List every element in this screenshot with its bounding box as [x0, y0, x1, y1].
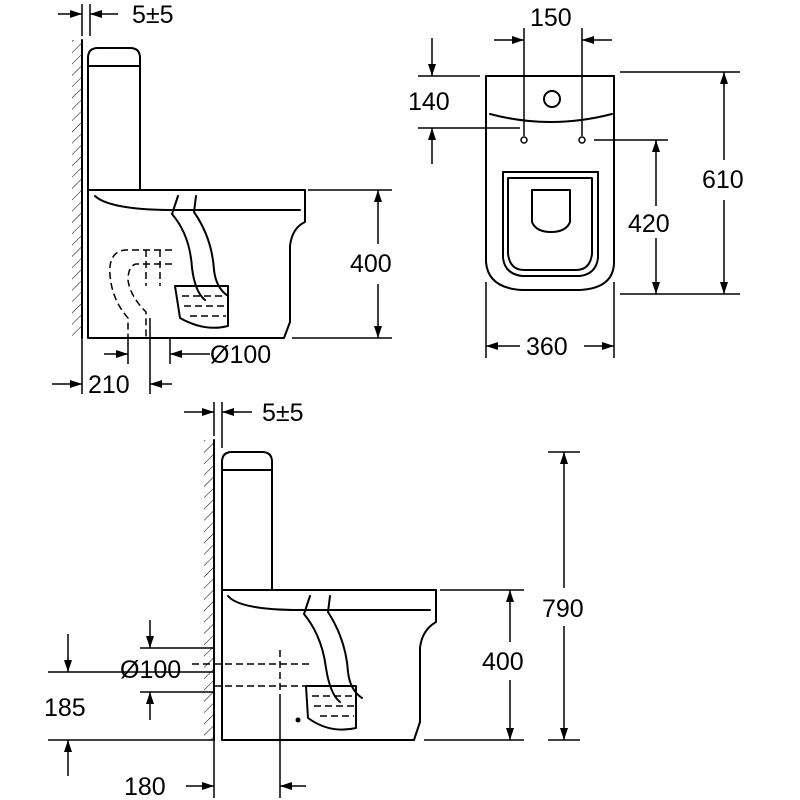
seat-height-label: 400: [482, 648, 524, 676]
seat-depth-arrow-bottom: [652, 282, 660, 294]
height-label: 400: [350, 250, 392, 278]
cistern-front-edge: [489, 113, 613, 123]
plan-outline: [485, 75, 615, 291]
hole-offset-arrow-bottom: [428, 128, 436, 140]
outlet-dia-arrow-top: [146, 636, 154, 648]
wall-gap-arrow-left: [70, 10, 82, 18]
wall-gap-label: 5±5: [262, 399, 304, 427]
outlet-arrow-right: [170, 350, 182, 358]
rim-line: [227, 595, 431, 611]
outlet-dia-arrow-bottom: [146, 692, 154, 704]
wall-gap-arrow-right: [90, 10, 102, 18]
outlet-height-label: 185: [44, 694, 86, 722]
offset-arrow-left: [70, 380, 82, 388]
outlet-offset-arrow-left: [202, 782, 214, 790]
mount-hole-left: [520, 136, 528, 144]
hole-spacing-arrow-left: [512, 36, 524, 44]
seat-height-arrow-bottom: [506, 728, 514, 740]
side-view-bottom: 5±5 790 400 Ø100 185: [44, 399, 584, 800]
total-height-arrow-bottom: [560, 728, 568, 740]
height-arrow-bottom: [374, 326, 382, 338]
wall-gap-label: 5±5: [132, 1, 174, 29]
wall-hatch: [204, 440, 214, 740]
side-view-top: 5±5 400 Ø100 210: [52, 1, 392, 399]
cistern-outline: [87, 47, 141, 191]
seat-inner: [507, 177, 593, 271]
rim-line: [94, 195, 301, 211]
bowl-opening: [531, 189, 571, 233]
depth-label: 610: [702, 166, 744, 194]
water-seal: [174, 285, 229, 329]
width-arrow-left: [486, 342, 498, 350]
hidden-outlet-pipe: [109, 249, 172, 338]
seat-depth-label: 420: [628, 210, 670, 238]
outlet-diameter-label: Ø100: [120, 656, 181, 684]
outlet-offset-label: 180: [124, 773, 166, 800]
wall-gap-arrow-left: [202, 408, 214, 416]
seat-depth-arrow-top: [652, 140, 660, 152]
seat-height-arrow-top: [506, 590, 514, 602]
wall-gap-arrow-right: [222, 408, 234, 416]
outlet-diameter-label: Ø100: [210, 341, 271, 369]
outlet-height-arrow-top: [64, 660, 72, 672]
bowl-outline: [221, 589, 437, 741]
total-height-label: 790: [542, 595, 584, 623]
outlet-offset-label: 210: [88, 371, 130, 399]
offset-arrow-right: [150, 380, 162, 388]
width-label: 360: [526, 333, 568, 361]
total-height-arrow-top: [560, 452, 568, 464]
mount-hole-right: [578, 136, 586, 144]
outlet-height-arrow-bottom: [64, 740, 72, 752]
height-arrow-top: [374, 190, 382, 202]
cistern-outline: [221, 451, 273, 591]
flush-button-hole: [543, 90, 561, 108]
top-view: 150 140 610 420 360: [408, 4, 744, 361]
trapway: [171, 195, 229, 301]
seat-outline: [502, 171, 599, 277]
width-arrow-right: [602, 342, 614, 350]
fixing-dot: [295, 717, 301, 723]
depth-arrow-top: [720, 72, 728, 84]
outlet-offset-arrow-right: [280, 782, 292, 790]
hole-offset-arrow-top: [428, 64, 436, 76]
hole-offset-label: 140: [408, 88, 450, 116]
water-seal: [305, 685, 357, 731]
outlet-arrow-left: [116, 350, 128, 358]
hole-spacing-label: 150: [530, 4, 572, 32]
depth-arrow-bottom: [720, 282, 728, 294]
hole-spacing-arrow-right: [582, 36, 594, 44]
bowl-outline: [87, 189, 306, 339]
wall-hatch: [72, 40, 82, 338]
